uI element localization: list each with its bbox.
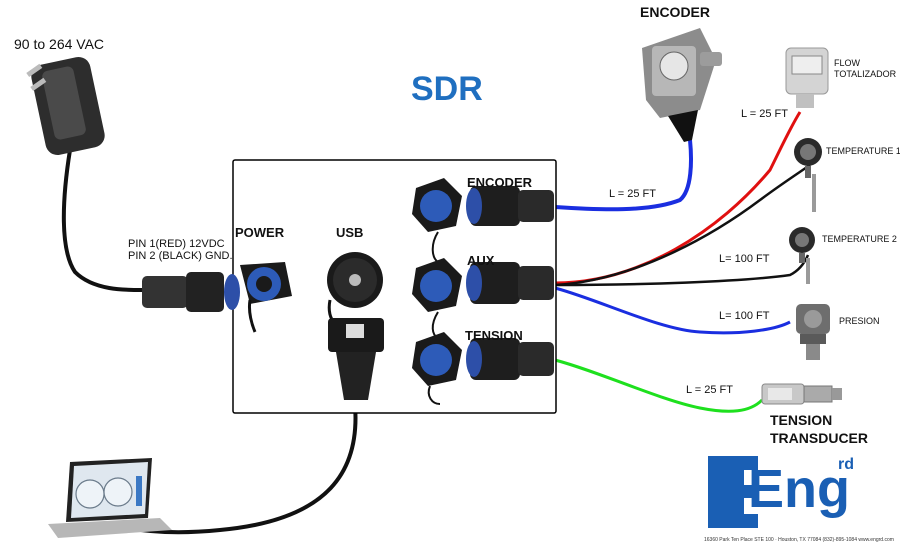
- temperature-2-label: TEMPERATURE 2: [822, 234, 897, 244]
- tension-port-label: TENSION: [465, 328, 523, 343]
- encoder-cable: [554, 139, 693, 212]
- logo-superscript: rd: [838, 456, 854, 473]
- temperature-1-label: TEMPERATURE 1: [826, 146, 900, 156]
- laptop: [48, 458, 172, 538]
- power-input-label: 90 to 264 VAC: [14, 36, 105, 52]
- usb-cable: [127, 404, 358, 535]
- power-adapter-cable: [61, 149, 151, 293]
- encoder-device: [642, 28, 722, 142]
- pin-2-label: PIN 2 (BLACK) GND.: [128, 250, 233, 262]
- pressure-label: PRESION: [839, 316, 880, 326]
- aux-port: [412, 231, 554, 312]
- pressure-cable-length: L= 100 FT: [719, 310, 770, 322]
- power-cable-connector: [142, 272, 240, 312]
- flow-label-2: TOTALIZADOR: [834, 69, 897, 79]
- tension-cable-length: L = 25 FT: [686, 384, 733, 396]
- temperature-1-cable: [554, 163, 811, 287]
- flow-cable-length: L = 25 FT: [741, 108, 788, 120]
- usb-port: [327, 252, 384, 400]
- temperature-1-device: [794, 138, 822, 212]
- encoder-cable-length: L = 25 FT: [609, 188, 656, 200]
- usb-port-label: USB: [336, 225, 364, 240]
- power-port-label: POWER: [235, 225, 285, 240]
- encoder-port-label: ENCODER: [467, 175, 533, 190]
- logo-text: Eng: [748, 459, 850, 519]
- pin-1-label: PIN 1(RED) 12VDC: [128, 238, 225, 250]
- tension-transducer-label-2: TRANSDUCER: [770, 430, 868, 446]
- encoder-device-label: ENCODER: [640, 4, 711, 20]
- power-port: [240, 262, 292, 333]
- engrd-logo: [708, 456, 758, 528]
- flow-label-1: FLOW: [834, 58, 860, 68]
- aux-port-label: AUX: [467, 253, 495, 268]
- tension-cable: [554, 358, 764, 413]
- temperature-cable-length: L= 100 FT: [719, 253, 770, 265]
- tension-transducer-label-1: TENSION: [770, 412, 833, 428]
- flow-totalizer-device: [785, 47, 829, 108]
- power-adapter: [26, 57, 105, 155]
- pressure-device: [796, 304, 830, 360]
- tension-transducer-device: [761, 383, 842, 405]
- encoder-port: [412, 178, 554, 232]
- diagram-title: SDR: [411, 70, 483, 108]
- pressure-cable: [554, 286, 791, 335]
- logo-footer: 16360 Park Ten Place STE 100 · Houston, …: [704, 537, 894, 543]
- tension-port: [412, 311, 554, 405]
- temperature-2-device: [789, 227, 815, 284]
- temperature-2-cable: [554, 254, 810, 287]
